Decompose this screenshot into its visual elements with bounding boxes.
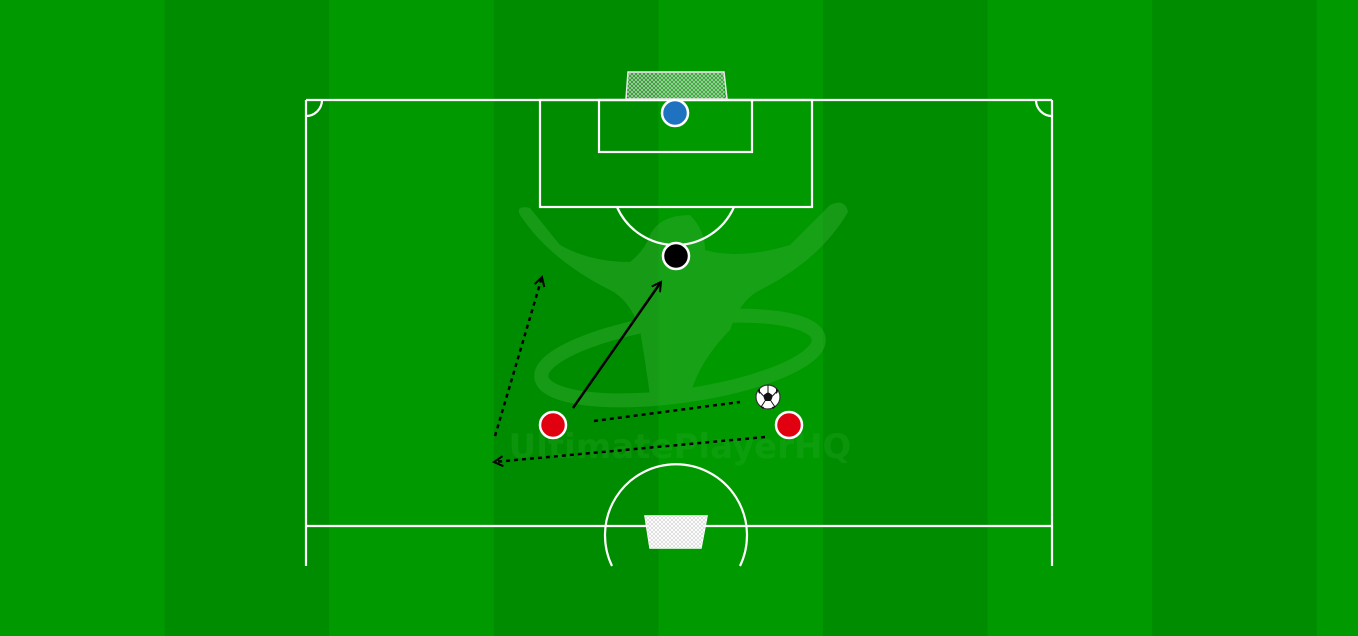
center-circle: [603, 463, 749, 567]
grass-stripe: [1152, 0, 1318, 636]
grass-stripe: [823, 0, 989, 636]
pass-arrow: [494, 435, 766, 462]
corner-arc-right: [1034, 99, 1053, 118]
grass-stripe: [493, 0, 660, 636]
defender-player: [661, 241, 691, 271]
attacker-left-run-arrow: [493, 277, 542, 437]
soccer-ball-icon: [755, 384, 781, 410]
dribble-path: [593, 400, 741, 423]
grass-stripe: [0, 0, 166, 636]
grass-stripe: [987, 0, 1154, 636]
attacker-right-player: [774, 410, 804, 440]
movement-arrows: [493, 277, 766, 462]
grass-stripe: [1316, 0, 1358, 636]
grass-stripe: [164, 0, 331, 636]
goal-net-icon: [625, 71, 728, 100]
corner-arc-left: [305, 99, 324, 118]
goalkeeper-player: [660, 98, 690, 128]
attacker-left-player: [538, 410, 568, 440]
players: [538, 98, 804, 440]
defender-run-arrow: [571, 282, 661, 409]
mini-goal-net-icon: [644, 515, 708, 549]
player-silhouette-logo: [518, 202, 848, 395]
grass-stripe: [329, 0, 495, 636]
swoosh-logo: [534, 308, 826, 408]
